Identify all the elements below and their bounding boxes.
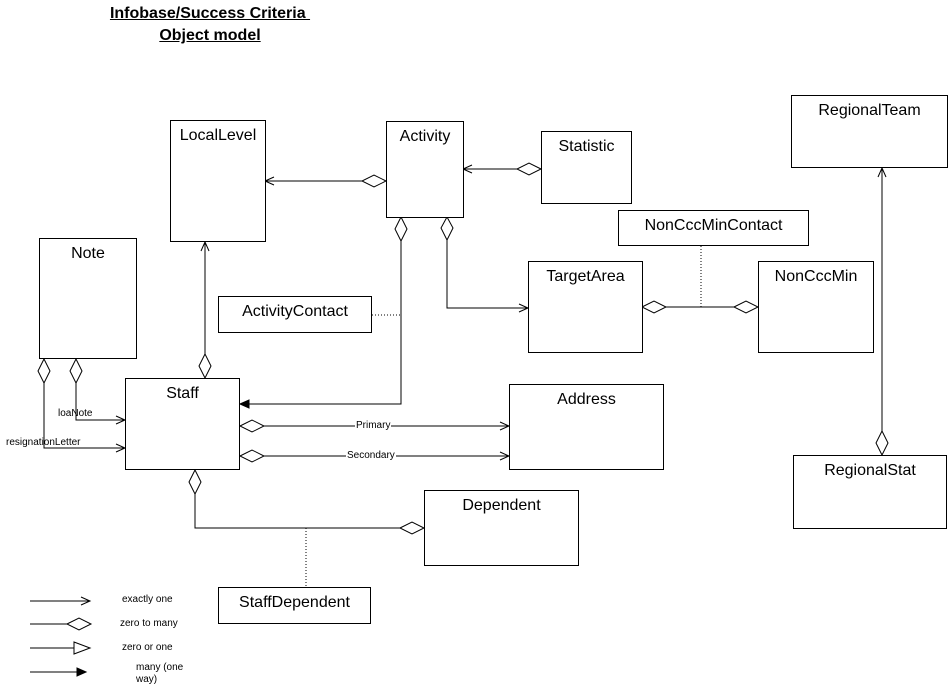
diagram-title: Infobase/Success Criteria bbox=[109, 5, 311, 22]
class-staffdependent-label: StaffDependent bbox=[239, 594, 350, 611]
legend-zero-or-one-triangle bbox=[73, 641, 92, 655]
class-activity-label: Activity bbox=[399, 128, 451, 145]
noncccmin-targetarea-diamond bbox=[732, 300, 760, 314]
resignation-letter-label: resignationLetter bbox=[6, 437, 81, 448]
class-dependent-label: Dependent bbox=[462, 497, 541, 514]
loa-note-label: loaNote bbox=[58, 408, 93, 419]
class-activity[interactable]: Activity bbox=[386, 121, 464, 218]
targetarea-noncccmin-diamond bbox=[640, 300, 668, 314]
staff-primary-diamond bbox=[238, 419, 266, 433]
class-regionalteam[interactable]: RegionalTeam bbox=[791, 95, 948, 168]
activity-aggregation-diamond bbox=[360, 174, 388, 188]
staff-dependent-diamond bbox=[188, 468, 202, 496]
class-noncccmincontact-label: NonCccMinContact bbox=[644, 217, 783, 234]
legend-zero-to-many-diamond bbox=[65, 617, 93, 631]
class-address[interactable]: Address bbox=[509, 384, 664, 470]
legend-zero-or-one-label: zero or one bbox=[122, 642, 173, 653]
class-targetarea[interactable]: TargetArea bbox=[528, 261, 643, 353]
class-activitycontact[interactable]: ActivityContact bbox=[218, 296, 372, 333]
class-staffdependent[interactable]: StaffDependent bbox=[218, 587, 371, 624]
resignation-letter-line bbox=[43, 383, 125, 449]
legend-exactly-one-arrowhead bbox=[80, 596, 92, 606]
class-targetarea-label: TargetArea bbox=[546, 268, 625, 285]
class-dependent[interactable]: Dependent bbox=[424, 490, 579, 566]
class-regionalstat-label: RegionalStat bbox=[824, 462, 916, 479]
class-staff[interactable]: Staff bbox=[125, 378, 240, 470]
class-activitycontact-label: ActivityContact bbox=[242, 303, 348, 320]
note-loa-diamond bbox=[69, 357, 83, 385]
legend-many-arrowhead bbox=[76, 667, 88, 677]
class-note-label: Note bbox=[71, 245, 105, 262]
class-noncccmincontact[interactable]: NonCccMinContact bbox=[618, 210, 809, 246]
class-statistic-label: Statistic bbox=[558, 138, 615, 155]
activity-staff-diamond bbox=[394, 215, 408, 243]
activity-targetarea-diamond bbox=[440, 215, 454, 242]
loa-note-line bbox=[75, 383, 125, 421]
legend-many-label-line2: way) bbox=[136, 674, 158, 685]
class-locallevel-label: LocalLevel bbox=[179, 127, 257, 144]
diagram-subtitle: Object model bbox=[159, 27, 261, 44]
secondary-label: Secondary bbox=[346, 450, 396, 461]
staff-locallevel-diamond bbox=[198, 352, 212, 380]
class-note[interactable]: Note bbox=[39, 238, 137, 359]
class-statistic[interactable]: Statistic bbox=[541, 131, 632, 204]
legend-zero-to-many-label: zero to many bbox=[120, 618, 178, 629]
legend-many-label-line1: many (one bbox=[136, 662, 184, 673]
class-address-label: Address bbox=[557, 391, 616, 408]
dependent-aggregation-diamond bbox=[398, 521, 426, 535]
class-locallevel[interactable]: LocalLevel bbox=[170, 120, 266, 242]
statistic-aggregation-diamond bbox=[515, 162, 543, 176]
staff-one-way-arrowhead bbox=[238, 399, 250, 409]
note-resignation-diamond bbox=[37, 357, 51, 385]
class-noncccmin[interactable]: NonCccMin bbox=[758, 261, 874, 353]
staff-secondary-diamond bbox=[238, 449, 266, 463]
primary-label: Primary bbox=[355, 420, 392, 431]
class-regionalstat[interactable]: RegionalStat bbox=[793, 455, 947, 529]
class-staff-label: Staff bbox=[166, 385, 199, 402]
class-noncccmin-label: NonCccMin bbox=[774, 268, 858, 285]
locallevel-up-arrowhead bbox=[200, 240, 210, 252]
staff-dependent-line bbox=[194, 494, 400, 529]
regionalteam-arrowhead bbox=[877, 166, 887, 178]
activity-staff-line bbox=[240, 241, 402, 405]
class-regionalteam-label: RegionalTeam bbox=[818, 102, 921, 119]
activity-targetarea-line bbox=[446, 240, 528, 309]
regionalstat-diamond bbox=[875, 429, 889, 457]
legend-exactly-one-label: exactly one bbox=[122, 594, 173, 605]
